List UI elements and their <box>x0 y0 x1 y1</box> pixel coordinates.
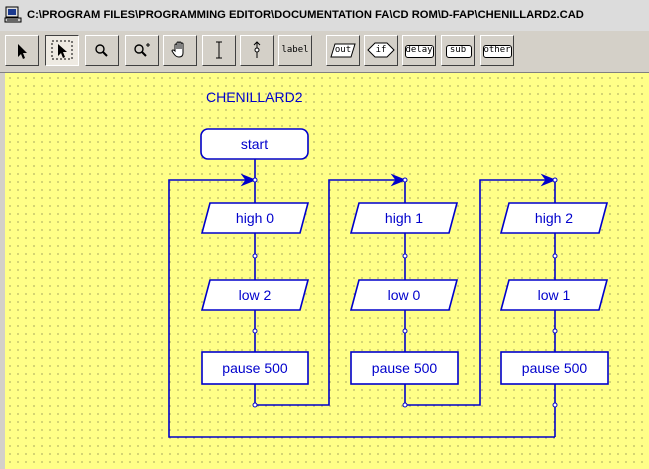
other-box-icon <box>483 45 512 58</box>
link-col2-to-col3 <box>405 173 557 406</box>
toolbar: label out if delay sub other <box>0 31 649 73</box>
out-symbol-label: out <box>334 45 352 55</box>
start-label: start <box>240 136 269 152</box>
sub-symbol-button[interactable]: sub <box>441 35 475 66</box>
select-arrow-button[interactable] <box>5 35 39 66</box>
col1-low-label: low 2 <box>238 287 272 303</box>
output-block[interactable] <box>200 202 310 234</box>
other-symbol-label: other <box>483 45 511 55</box>
output-block[interactable] <box>200 279 310 311</box>
col3-low-label: low 1 <box>537 287 571 303</box>
other-symbol-button[interactable]: other <box>480 35 514 66</box>
connector-icon <box>253 41 261 58</box>
select-box-button[interactable] <box>45 35 79 66</box>
window-title: C:\PROGRAM FILES\PROGRAMMING EDITOR\DOCU… <box>27 9 584 21</box>
delay-box-icon <box>405 45 434 58</box>
marquee-select-icon <box>51 40 73 60</box>
col2-output-label: high 1 <box>384 210 424 226</box>
label-tool-button[interactable]: label <box>278 35 312 66</box>
label-tool-text: label <box>281 45 309 55</box>
delay-symbol-label: delay <box>405 45 433 55</box>
flowchart-canvas[interactable] <box>5 73 649 469</box>
col1-output-label: high 0 <box>235 210 275 226</box>
output-block[interactable] <box>349 202 459 234</box>
delay-symbol-button[interactable]: delay <box>402 35 436 66</box>
col3-output-label: high 2 <box>534 210 574 226</box>
loop-back-link <box>168 173 555 438</box>
ibeam-icon <box>216 41 222 59</box>
col1-pause-label: pause 500 <box>222 360 288 376</box>
if-symbol-label: if <box>375 45 387 55</box>
zoom-plus-button[interactable] <box>125 35 159 66</box>
decision-diamond-icon <box>367 42 395 58</box>
sub-symbol-label: sub <box>449 45 467 55</box>
text-tool-button[interactable] <box>202 35 236 66</box>
output-block[interactable] <box>349 279 459 311</box>
pause-block[interactable] <box>500 351 609 385</box>
output-block[interactable] <box>499 279 609 311</box>
canvas-area <box>0 73 649 469</box>
output-block[interactable] <box>499 202 609 234</box>
sub-box-icon <box>446 45 472 58</box>
connect-tool-button[interactable] <box>240 35 274 66</box>
out-symbol-button[interactable]: out <box>326 35 360 66</box>
col2-low-label: low 0 <box>387 287 421 303</box>
link-col1-to-col2 <box>255 173 407 406</box>
app-icon <box>4 6 22 23</box>
output-parallelogram-icon <box>330 43 356 58</box>
magnifier-plus-icon <box>134 43 150 57</box>
diagram-title: CHENILLARD2 <box>206 89 303 105</box>
pause-block[interactable] <box>350 351 459 385</box>
pause-block[interactable] <box>201 351 309 385</box>
zoom-button[interactable] <box>85 35 119 66</box>
col3-pause-label: pause 500 <box>521 360 588 376</box>
if-symbol-button[interactable]: if <box>364 35 398 66</box>
arrow-cursor-icon <box>18 44 27 59</box>
title-bar: C:\PROGRAM FILES\PROGRAMMING EDITOR\DOCU… <box>0 0 649 32</box>
col2-pause-label: pause 500 <box>371 360 438 376</box>
magnifier-icon <box>95 44 108 57</box>
hand-icon <box>171 41 184 58</box>
pan-button[interactable] <box>163 35 197 66</box>
